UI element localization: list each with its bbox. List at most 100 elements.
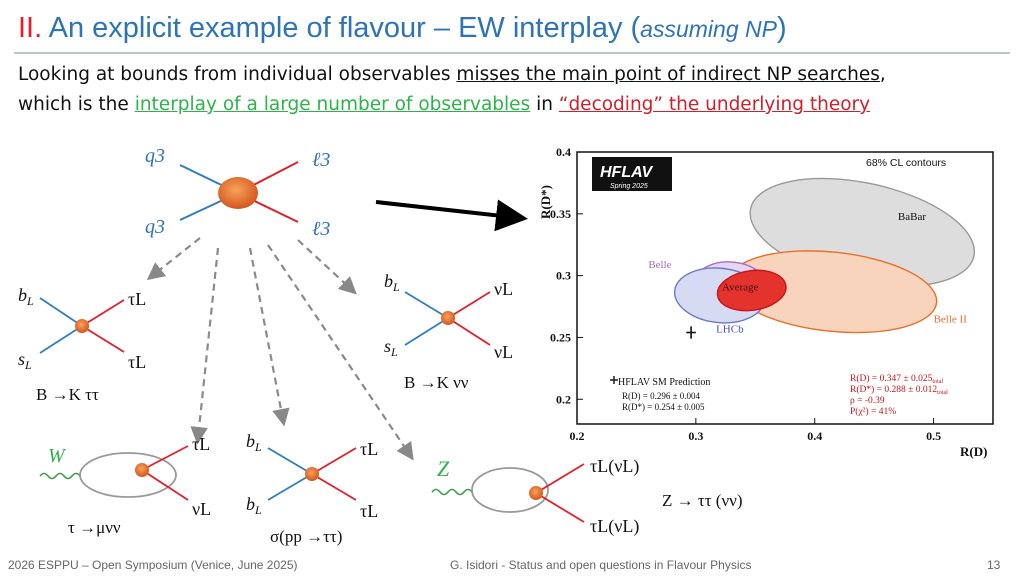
bktt-tau2-label: τL [128,352,146,372]
diagram-z: Z τL(νL) τL(νL) Z → ττ (νν) [431,456,743,537]
bktt-s-line [39,325,83,354]
x-tick-label: 0.4 [807,429,822,443]
l3-bottom-label: ℓ3 [312,218,330,240]
main-vertex: q3 ℓ3 q3 ℓ3 [145,145,330,240]
sm-point-layer [610,326,696,384]
pptt-tau1-label: τL [360,439,378,459]
arrow-to-bknn [297,239,357,295]
intro-comma: , [879,64,886,85]
bknn-nu-line-1 [447,291,491,319]
x-tick-label: 0.2 [570,429,585,443]
avg-text-pchi2: P(χ²) = 41% [850,406,896,417]
pptt-b-line-1 [267,447,313,475]
z-label: Z [437,456,450,481]
intro-red-highlight: “decoding” the underlying theory [558,94,871,115]
bktt-tau-line-1 [81,299,125,327]
label-average: Average [722,281,759,293]
bknn-s-line [404,317,449,346]
l3-top-label: ℓ3 [312,149,330,171]
intro-line-1: Looking at bounds from individual observ… [18,64,886,85]
title-close: ) [776,12,787,44]
label-belle: Belle [648,259,671,271]
avg-text-rho: ρ = -0.39 [850,396,885,406]
diagram-tmunu: W τL νL τ →μνν [39,434,211,537]
arrow-to-pptt [248,247,290,427]
contour-label: 68% CL contours [866,157,946,169]
avg-text-rdstar: R(D*) = 0.288 ± 0.012total [850,384,948,396]
footer-talk: G. Isidori - Status and open questions i… [450,558,752,572]
pptt-tau-line-1 [311,447,357,475]
np-blob [218,177,258,209]
loop [79,452,177,498]
pptt-tau2-label: τL [360,501,378,521]
arrow-to-tmunu [190,247,220,445]
bknn-vertex [441,311,455,325]
diagram-bktt: bL sL τL τL B →K ττ [18,285,146,404]
y-axis-label: R(D*) [538,185,553,219]
pptt-vertex [305,467,319,481]
bktt-s-label: sL [18,349,32,372]
diagram-pptt: bL bL τL τL σ(pp →ττ) [246,431,378,546]
bktt-tau-line-2 [81,325,125,353]
y-tick-label: 0.3 [556,269,571,283]
z-boson-line [431,488,473,496]
pptt-caption: σ(pp →ττ) [270,527,342,546]
intro-in: in [530,94,559,115]
sm-text-rdstar: R(D*) = 0.254 ± 0.005 [622,402,705,412]
intro-underlined: misses the main point of indirect NP sea… [456,64,880,85]
w-label: W [48,445,67,467]
intro-green-highlight: interplay of a large number of observabl… [134,94,531,115]
x-axis-label: R(D) [960,444,987,459]
title-divider [14,52,1010,54]
dashed-arrows [146,237,414,461]
label-belle-ii: Belle II [934,314,968,326]
bknn-b-line [404,291,449,319]
pptt-b1-label: bL [246,431,262,454]
q3-top-label: q3 [145,145,165,167]
tmunu-tau-label: τL [192,434,210,454]
bknn-b-label: bL [384,271,400,294]
z-bottom-label: τL(νL) [590,516,639,537]
intro-text: Looking at bounds from individual observ… [18,64,457,85]
slide-title: II. An explicit example of flavour – EW … [18,12,787,45]
bknn-s-label: sL [384,336,398,359]
section-number: II. [18,12,43,44]
label-babar: BaBar [898,211,926,223]
pptt-tau-line-2 [311,473,357,501]
footer-event: 2026 ESPPU – Open Symposium (Venice, Jun… [8,558,298,572]
y-tick-label: 0.4 [556,145,571,159]
z-top-line [535,463,585,494]
hflav-logo-text: HFLAV [600,164,653,181]
arrow-from-plot [375,199,528,232]
z-loop [471,467,549,513]
pptt-b-line-2 [267,473,313,501]
bknn-nu1-label: νL [494,279,513,299]
pptt-b2-label: bL [246,494,262,517]
page-number: 13 [987,558,1001,572]
intro-text-2: which is the [18,94,135,115]
bktt-caption: B →K ττ [36,385,99,404]
bktt-tau1-label: τL [128,289,146,309]
hflav-logo [592,157,672,191]
tmunu-tau-line [141,445,189,471]
bknn-caption: B →K νν [404,373,469,392]
ellipse-average [716,269,787,312]
z-caption: Z → ττ (νν) [662,491,743,510]
arrow-to-z [267,244,414,461]
x-tick-label: 0.5 [926,429,941,443]
label-lhcb: LHCb [716,324,744,336]
tmunu-caption: τ →μνν [68,518,121,537]
q3-bottom-label: q3 [145,216,165,238]
tmunu-nu-label: νL [192,499,211,519]
sm-prediction-label: HFLAV SM Prediction [618,377,710,388]
y-tick-label: 0.2 [556,392,571,406]
z-vertex [529,486,543,500]
hflav-logo-sub: Spring 2025 [610,183,648,190]
intro-line-2: which is the interplay of a large number… [18,94,870,115]
title-emphasis: assuming NP [640,16,777,42]
bknn-nu2-label: νL [494,342,513,362]
